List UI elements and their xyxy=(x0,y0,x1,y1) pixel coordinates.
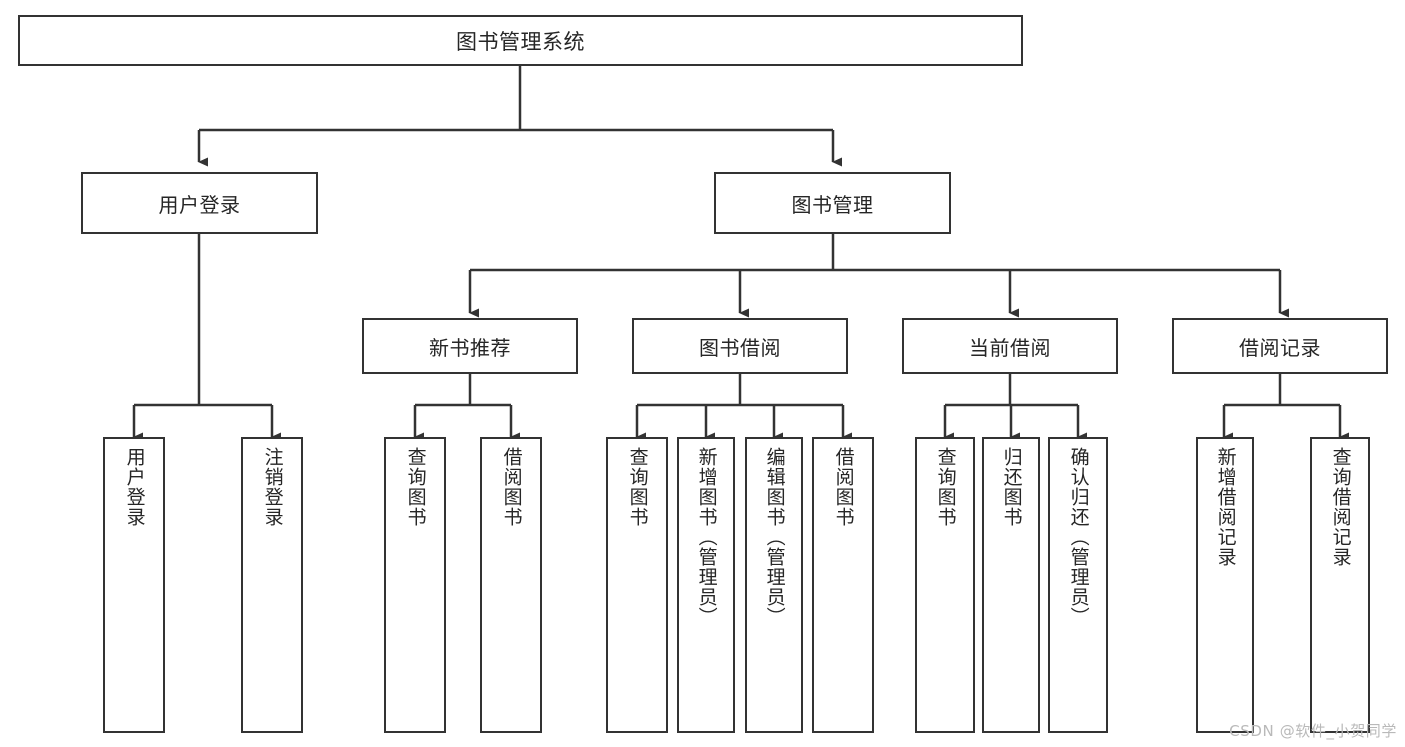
node-level2-new-book-recommend[interactable]: 新书推荐 xyxy=(362,318,578,374)
node-level2-new-book-recommend-label: 新书推荐 xyxy=(429,335,511,360)
edge-group-currentborrow-to-leaves xyxy=(943,374,1087,442)
node-leaf-add-book-admin-label: 新增图书（管理员） xyxy=(695,447,718,627)
node-leaf-logout[interactable]: 注销登录 xyxy=(241,437,303,733)
node-leaf-recommend-query-book[interactable]: 查询图书 xyxy=(384,437,446,733)
node-leaf-logout-label: 注销登录 xyxy=(261,447,284,527)
node-level1-user-login[interactable]: 用户登录 xyxy=(81,172,318,234)
node-leaf-query-borrow-record[interactable]: 查询借阅记录 xyxy=(1310,437,1370,733)
node-leaf-user-login[interactable]: 用户登录 xyxy=(103,437,165,733)
node-leaf-confirm-return-admin-label: 确认归还（管理员） xyxy=(1067,447,1090,627)
node-level2-book-borrow[interactable]: 图书借阅 xyxy=(632,318,848,374)
node-leaf-add-book-admin[interactable]: 新增图书（管理员） xyxy=(677,437,735,733)
node-leaf-confirm-return-admin[interactable]: 确认归还（管理员） xyxy=(1048,437,1108,733)
node-leaf-return-book-label: 归还图书 xyxy=(1000,447,1023,527)
edge-group-userlogin-to-leaves xyxy=(132,234,281,442)
node-leaf-add-borrow-record-label: 新增借阅记录 xyxy=(1214,447,1237,567)
node-leaf-recommend-borrow-book[interactable]: 借阅图书 xyxy=(480,437,542,733)
node-level1-book-management[interactable]: 图书管理 xyxy=(714,172,951,234)
node-level2-current-borrow[interactable]: 当前借阅 xyxy=(902,318,1118,374)
node-leaf-return-book[interactable]: 归还图书 xyxy=(982,437,1040,733)
edge-group-bookmgmt-to-level2 xyxy=(468,234,1289,318)
node-level1-book-management-label: 图书管理 xyxy=(791,192,874,217)
node-level2-borrow-record-label: 借阅记录 xyxy=(1239,335,1321,360)
node-leaf-recommend-borrow-book-label: 借阅图书 xyxy=(500,447,523,527)
node-leaf-borrow-query-book[interactable]: 查询图书 xyxy=(606,437,668,733)
edge-group-root-to-level1 xyxy=(197,66,842,167)
node-leaf-current-query-book-label: 查询图书 xyxy=(934,447,957,527)
watermark-text: CSDN @软件_小贺同学 xyxy=(1229,722,1397,740)
edge-group-newbook-to-leaves xyxy=(413,374,520,442)
node-root-book-management-system[interactable]: 图书管理系统 xyxy=(18,15,1023,66)
edge-group-borrowrecord-to-leaves xyxy=(1222,374,1349,442)
node-level1-user-login-label: 用户登录 xyxy=(158,192,241,217)
node-leaf-current-query-book[interactable]: 查询图书 xyxy=(915,437,975,733)
node-leaf-borrow-book-label: 借阅图书 xyxy=(832,447,855,527)
node-leaf-add-borrow-record[interactable]: 新增借阅记录 xyxy=(1196,437,1254,733)
node-leaf-recommend-query-book-label: 查询图书 xyxy=(404,447,427,527)
node-leaf-user-login-label: 用户登录 xyxy=(123,447,146,527)
node-leaf-edit-book-admin[interactable]: 编辑图书（管理员） xyxy=(745,437,803,733)
edge-group-bookborrow-to-leaves xyxy=(635,374,852,442)
node-level2-current-borrow-label: 当前借阅 xyxy=(969,335,1051,360)
node-leaf-borrow-query-book-label: 查询图书 xyxy=(626,447,649,527)
node-level2-borrow-record[interactable]: 借阅记录 xyxy=(1172,318,1388,374)
node-leaf-query-borrow-record-label: 查询借阅记录 xyxy=(1329,447,1352,567)
node-leaf-edit-book-admin-label: 编辑图书（管理员） xyxy=(763,447,786,627)
node-leaf-borrow-book[interactable]: 借阅图书 xyxy=(812,437,874,733)
node-level2-book-borrow-label: 图书借阅 xyxy=(699,335,781,360)
node-root-label: 图书管理系统 xyxy=(456,29,585,54)
